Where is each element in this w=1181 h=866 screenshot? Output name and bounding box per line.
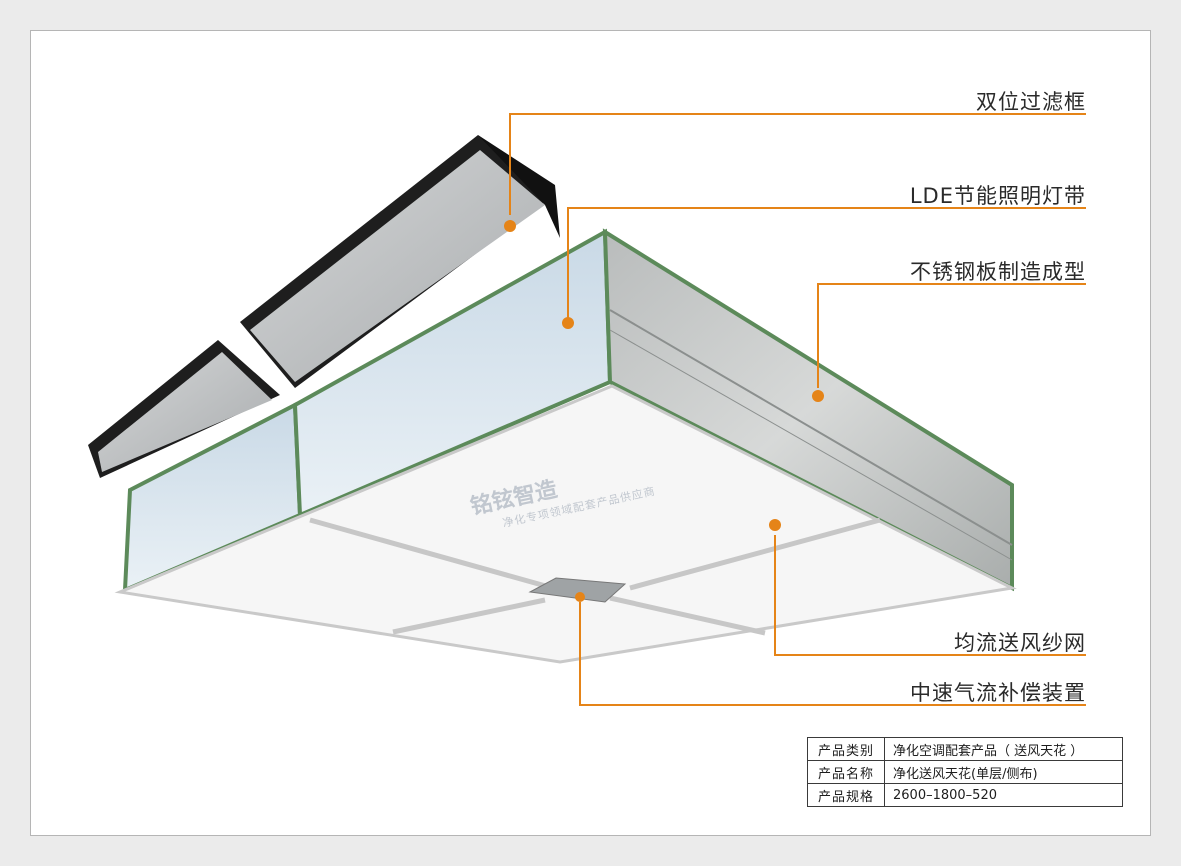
spec-table: 产品类别 净化空调配套产品（ 送风天花 ） 产品名称 净化送风天花(单层/侧布)… xyxy=(807,737,1123,807)
filter-frame-lower xyxy=(88,340,280,478)
callout-airflow-device: 中速气流补偿装置 xyxy=(910,681,1086,705)
spec-key: 产品名称 xyxy=(807,760,885,784)
spec-key: 产品类别 xyxy=(807,737,885,761)
callout-mesh: 均流送风纱网 xyxy=(954,631,1086,655)
callout-dots xyxy=(504,220,824,602)
spec-value: 净化送风天花(单层/侧布) xyxy=(884,760,1123,784)
housing-glass-sides xyxy=(122,228,613,594)
callout-led-strip: LDE节能照明灯带 xyxy=(909,184,1086,208)
diffuser-bottom-panel xyxy=(114,384,1017,664)
callout-steel-body: 不锈钢板制造成型 xyxy=(910,260,1086,284)
spec-row: 产品名称 净化送风天花(单层/侧布) xyxy=(807,760,1123,784)
spec-key: 产品规格 xyxy=(807,783,885,807)
callout-lines xyxy=(509,113,1086,706)
spec-value: 净化空调配套产品（ 送风天花 ） xyxy=(884,737,1123,761)
spec-row: 产品类别 净化空调配套产品（ 送风天花 ） xyxy=(807,737,1123,761)
spec-row: 产品规格 2600–1800–520 xyxy=(807,783,1123,807)
callout-filter-frame: 双位过滤框 xyxy=(976,90,1086,114)
spec-value: 2600–1800–520 xyxy=(884,783,1123,807)
filter-frame-upper xyxy=(240,135,560,388)
